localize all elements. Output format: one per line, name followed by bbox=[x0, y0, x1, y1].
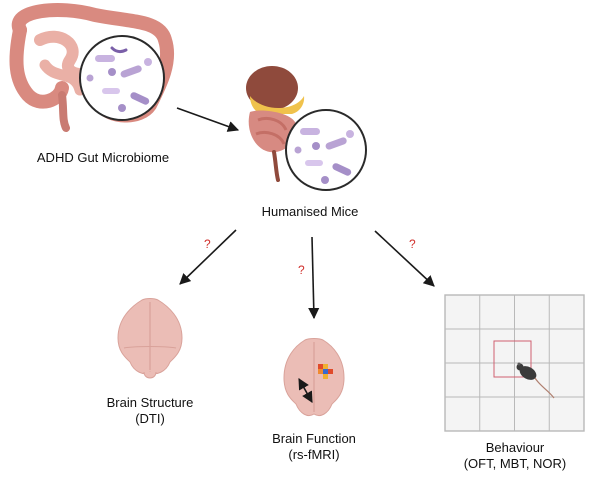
arrow-mice-to-structure bbox=[179, 229, 237, 285]
connectivity-arrow bbox=[298, 378, 313, 403]
arrow-mice-to-function bbox=[308, 236, 320, 320]
open-field-arena-icon bbox=[444, 294, 585, 432]
mouse-organs-icon bbox=[246, 66, 305, 182]
brain-structure-title: Brain Structure bbox=[106, 395, 194, 410]
bacteria-lens-icon bbox=[79, 35, 165, 121]
behaviour-title: Behaviour bbox=[485, 440, 545, 455]
brain-icon bbox=[117, 298, 183, 379]
brain-icon-function bbox=[283, 338, 345, 417]
behaviour-tests: (OFT, MBT, NOR) bbox=[463, 456, 567, 471]
brain-function-method: (rs-fMRI) bbox=[288, 447, 340, 462]
question-mark-right: ? bbox=[409, 237, 416, 251]
brain-function-title: Brain Function bbox=[272, 431, 356, 446]
brain-structure-method: (DTI) bbox=[135, 411, 165, 426]
behaviour-label: Behaviour (OFT, MBT, NOR) bbox=[440, 440, 590, 472]
arrow-gut-to-mice bbox=[176, 107, 240, 132]
mouse-icon bbox=[516, 362, 555, 399]
brain-structure-label: Brain Structure (DTI) bbox=[80, 395, 220, 427]
brain-function-label: Brain Function (rs-fMRI) bbox=[244, 431, 384, 463]
question-mark-left: ? bbox=[204, 237, 211, 251]
gut-microbiome-label: ADHD Gut Microbiome bbox=[36, 150, 170, 165]
question-mark-middle: ? bbox=[298, 263, 305, 277]
bacteria-lens-icon-mice bbox=[285, 109, 367, 191]
humanised-mice-label: Humanised Mice bbox=[261, 204, 359, 219]
arrow-mice-to-behaviour bbox=[374, 230, 435, 287]
